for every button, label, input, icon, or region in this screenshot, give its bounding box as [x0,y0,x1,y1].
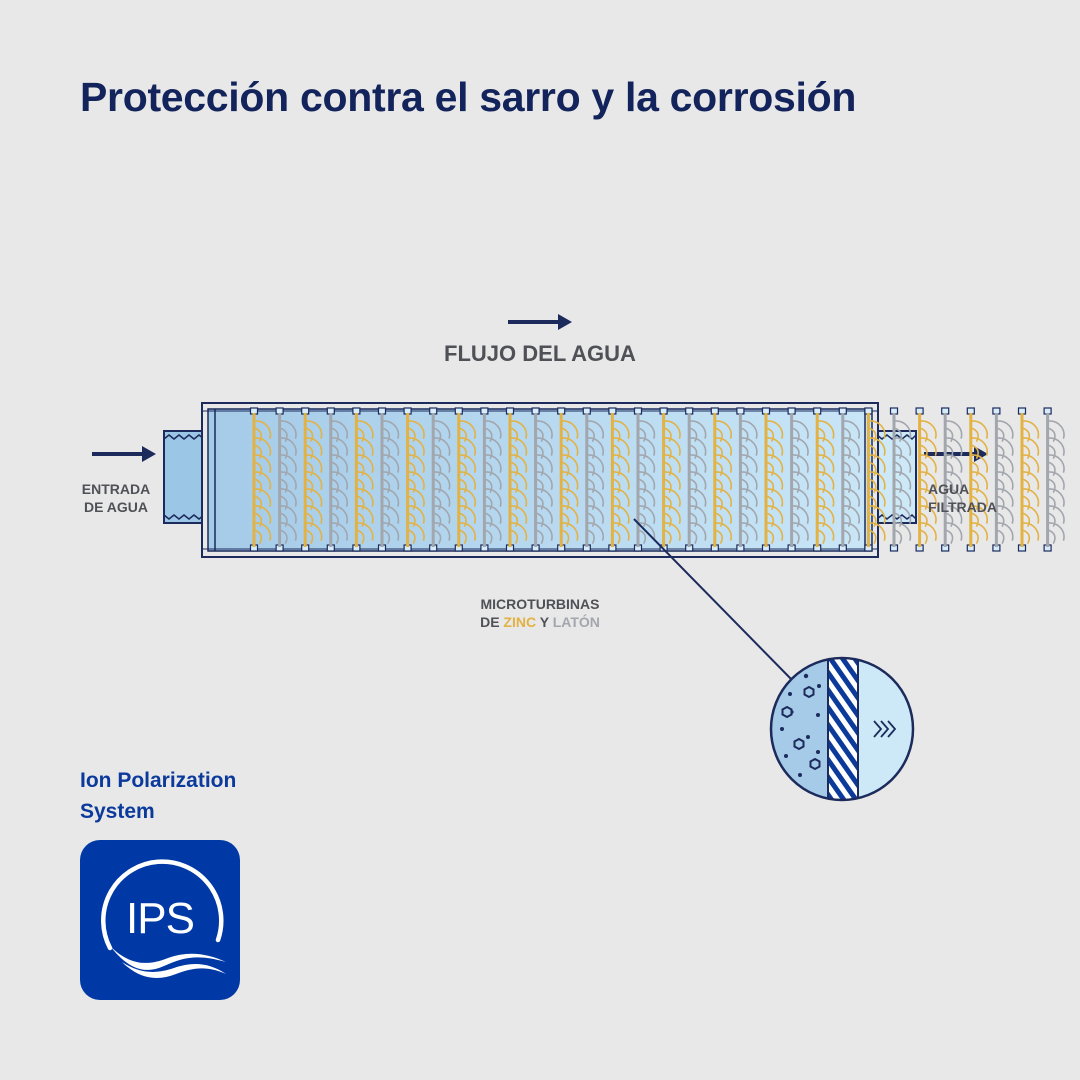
microturbine-brass [275,407,297,552]
label-de: DE [480,614,500,630]
brand-name-line2: System [80,800,155,823]
ips-logo-text: IPS [126,894,195,943]
microturbine-brass [787,407,809,552]
microturbine-brass [838,407,860,552]
microturbine-zinc [505,407,528,552]
outlet-label: AGUA FILTRADA [928,480,997,516]
microturbine-brass [582,407,604,552]
microturbine-brass [889,407,912,552]
inlet-arrow-icon [92,446,156,462]
brand-name-line1: Ion Polarization [80,769,237,792]
microturbine-zinc [966,407,988,552]
microturbines-label-line2: DE ZINC Y LATÓN [440,613,640,631]
inlet-label-line2: DE AGUA [83,499,149,515]
ips-logo-icon [101,859,226,978]
inlet-label: ENTRADA DE AGUA [60,480,172,516]
microturbines-label-line1: MICROTURBINAS [480,596,600,612]
microturbine-brass [992,407,1014,552]
microturbine-zinc [608,407,630,552]
flow-arrow-icon [508,314,572,330]
microturbine-zinc [557,407,579,552]
microturbine-brass [941,407,963,552]
microturbine-brass [736,407,758,552]
microturbine-zinc [864,407,886,552]
microturbine-brass [633,407,656,552]
label-laton: LATÓN [552,614,600,630]
microturbine-brass [531,407,553,552]
outlet-label-line1: AGUA [928,481,970,497]
magnified-detail [769,656,915,802]
microturbine-zinc [352,407,374,552]
label-y: Y [539,614,549,630]
microturbines [249,407,1065,552]
microturbine-zinc [813,407,835,552]
microturbine-zinc [301,407,323,552]
microturbine-zinc [249,407,272,552]
page-title: Protección contra el sarro y la corrosió… [80,74,857,120]
flow-label: FLUJO DEL AGUA [444,341,636,366]
brand-name: Ion Polarization System [80,765,236,827]
filter-body [201,402,879,558]
microturbine-brass [685,407,707,552]
microturbine-zinc [1017,407,1040,552]
microturbine-zinc [915,407,937,552]
microturbine-brass [326,407,348,552]
microturbine-brass [377,407,400,552]
microturbine-zinc [454,407,476,552]
outlet-label-line2: FILTRADA [928,499,997,515]
microturbine-brass [480,407,502,552]
microturbine-zinc [403,407,425,552]
microturbine-zinc [761,407,784,552]
label-zinc: ZINC [503,614,537,630]
microturbine-brass [429,407,451,552]
magnifier-leader-line [633,518,794,682]
microturbine-zinc [710,407,732,552]
microturbine-brass [1043,407,1065,552]
hexagon-particles [781,685,821,771]
chevrons-icon [873,720,897,738]
ips-logo: IPS [80,840,240,1000]
microturbines-label: MICROTURBINAS DE ZINC Y LATÓN [440,595,640,631]
inlet-label-line1: ENTRADA [81,481,151,497]
